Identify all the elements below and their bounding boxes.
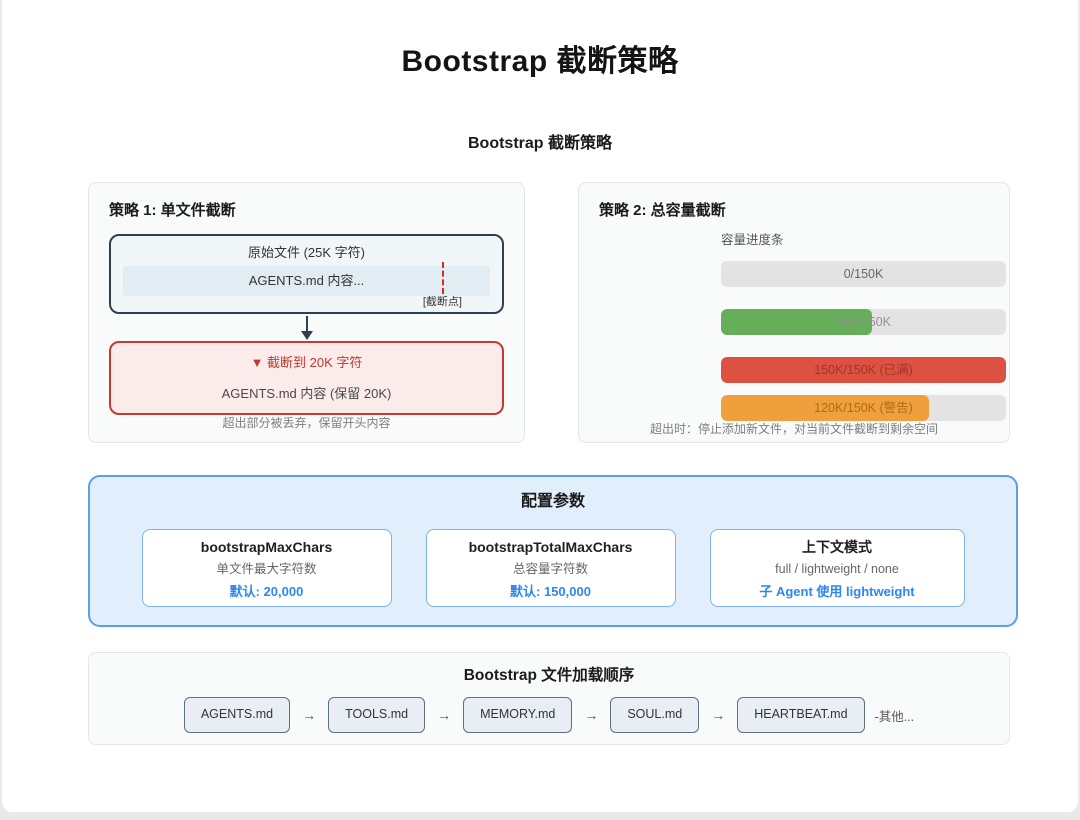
diagram-subtitle: Bootstrap 截断策略 (467, 135, 612, 152)
strategies-row: 策略 1: 单文件截断 原始文件 (25K 字符) AGENTS.md 内容..… (88, 182, 1078, 443)
cut-point-label: [截断点] (422, 296, 462, 308)
truncated-title: ▼ 截断到 20K 字符 (250, 355, 363, 370)
card-subtitle: 总容量字符数 (512, 562, 588, 576)
cutline-marker-icon (442, 262, 444, 294)
progress-label: 80K/150K (836, 315, 891, 329)
progress-fill (721, 309, 873, 335)
strategy2-heading: 策略 2: 总容量截断 (599, 202, 726, 219)
card-value: 默认: 20,000 (229, 584, 304, 599)
config-cards-row: bootstrapMaxChars 单文件最大字符数 默认: 20,000 bo… (114, 529, 992, 607)
file-box-soul: SOUL.md (610, 697, 700, 733)
file-box-heartbeat: HEARTBEAT.md (737, 697, 865, 733)
progress-label: 0/150K (843, 267, 884, 281)
file-box-tools: TOOLS.md (328, 697, 426, 733)
card-subtitle: 单文件最大字符数 (216, 562, 317, 576)
right-arrow-icon: → (302, 707, 317, 723)
original-file-title: 原始文件 (25K 字符) (247, 245, 365, 260)
card-title: bootstrapTotalMaxChars (468, 539, 633, 555)
file-box-memory: MEMORY.md (463, 697, 573, 733)
card-value: 默认: 150,000 (510, 584, 591, 599)
card-title: 上下文模式 (802, 539, 872, 555)
down-arrow-icon (109, 314, 504, 341)
progress-fill (721, 395, 930, 421)
capacity-bars-title: 容量进度条 (721, 233, 784, 247)
config-panel: 配置参数 bootstrapMaxChars 单文件最大字符数 默认: 20,0… (88, 475, 1018, 627)
file-order-panel: Bootstrap 文件加载顺序 AGENTS.md → TOOLS.md → … (88, 652, 1010, 745)
right-arrow-icon: → (711, 707, 726, 723)
original-content-bar: AGENTS.md 内容... (123, 266, 490, 296)
file-order-heading: Bootstrap 文件加载顺序 (463, 667, 635, 684)
file-order-row: AGENTS.md → TOOLS.md → MEMORY.md → SOUL.… (109, 697, 989, 733)
strategy2-panel: 策略 2: 总容量截断 容量进度条 0/150K 80K/150K 150K/1… (578, 182, 1010, 443)
progress-bar-empty: 0/150K (721, 261, 1006, 287)
card-value: 子 Agent 使用 lightweight (759, 584, 915, 599)
capacity-bars: 容量进度条 0/150K 80K/150K 150K/150K (已满) 120… (721, 232, 1006, 421)
config-heading: 配置参数 (520, 493, 585, 510)
page-title: Bootstrap 截断策略 (401, 45, 679, 78)
strategy1-heading: 策略 1: 单文件截断 (109, 202, 236, 219)
right-arrow-icon: → (437, 707, 452, 723)
strategy1-caption: 超出部分被丢弃，保留开头内容 (222, 416, 391, 430)
strategy2-caption: 超出时：停止添加新文件，对当前文件截断到剩余空间 (649, 422, 938, 436)
card-subtitle: full / lightweight / none (775, 562, 899, 576)
more-files-label: -其他... (874, 709, 915, 724)
progress-label: 150K/150K (已满) (814, 363, 913, 377)
file-box-agents: AGENTS.md (183, 697, 291, 733)
truncated-content: AGENTS.md 内容 (保留 20K) (221, 386, 392, 401)
config-card-context-mode: 上下文模式 full / lightweight / none 子 Agent … (709, 529, 965, 607)
progress-fill (721, 357, 1006, 383)
progress-bar-warning: 120K/150K (警告) (721, 395, 1006, 421)
strategy1-panel: 策略 1: 单文件截断 原始文件 (25K 字符) AGENTS.md 内容..… (88, 182, 525, 443)
original-file-box: 原始文件 (25K 字符) AGENTS.md 内容... [截断点] (109, 234, 504, 314)
config-card-max-chars: bootstrapMaxChars 单文件最大字符数 默认: 20,000 (141, 529, 392, 607)
card-title: bootstrapMaxChars (200, 539, 333, 555)
progress-bar-full: 150K/150K (已满) (721, 357, 1006, 383)
progress-label: 120K/150K (警告) (814, 401, 913, 415)
config-card-total-max-chars: bootstrapTotalMaxChars 总容量字符数 默认: 150,00… (425, 529, 676, 607)
truncated-file-box: ▼ 截断到 20K 字符 AGENTS.md 内容 (保留 20K) (109, 341, 504, 415)
right-arrow-icon: → (584, 707, 599, 723)
progress-bar-ok: 80K/150K (721, 309, 1006, 335)
